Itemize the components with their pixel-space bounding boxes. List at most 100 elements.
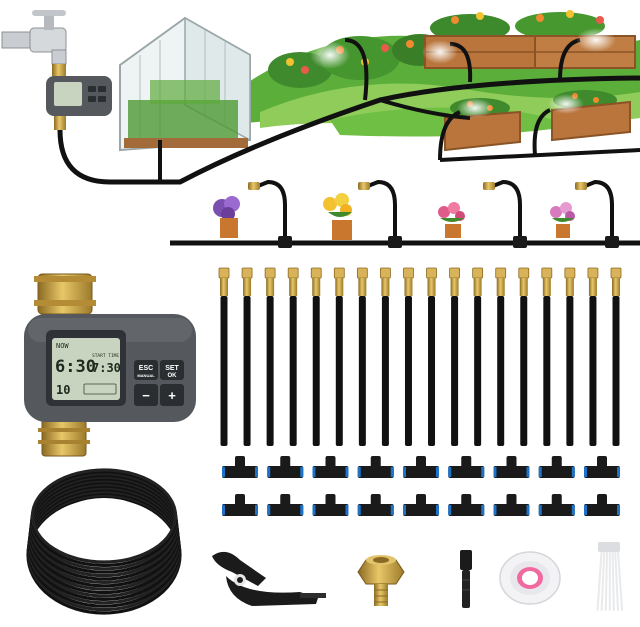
manual-label: MANUAL <box>137 373 155 378</box>
set-ok-button[interactable] <box>160 360 184 380</box>
tee-stem <box>325 456 336 470</box>
tee-body <box>357 466 394 478</box>
tee-stem <box>506 456 517 470</box>
tube-segment <box>612 296 620 446</box>
tee-stem <box>416 456 426 470</box>
drip-tube <box>449 267 460 446</box>
tee-body <box>584 504 620 516</box>
tee-connector <box>538 456 575 478</box>
nozzle-fitting <box>358 278 367 296</box>
minus-button[interactable] <box>134 384 158 406</box>
drip-tube <box>264 267 276 446</box>
tee-body <box>222 504 258 516</box>
tube-segment <box>451 296 459 446</box>
tee-connector <box>222 456 258 478</box>
tee-accent <box>584 467 587 477</box>
tee-connector <box>357 456 394 478</box>
tee-accent <box>571 467 575 477</box>
drip-tube <box>564 267 576 446</box>
coil-loop <box>30 468 178 564</box>
cable-tie <box>600 545 606 611</box>
nozzle-fitting <box>427 278 436 296</box>
tee-connector <box>312 456 349 478</box>
nozzle-fitting <box>220 278 228 296</box>
tee-stem <box>506 494 517 508</box>
drip-tube <box>587 267 599 446</box>
tube-segment <box>428 296 436 446</box>
tee-accent <box>617 505 620 515</box>
tee-body <box>222 466 258 478</box>
tee-fitting <box>605 236 619 248</box>
tee-accent <box>312 467 316 477</box>
cable-tie <box>611 545 615 611</box>
main-irrigation-line <box>57 75 640 185</box>
potted-plant <box>213 196 240 238</box>
end-plug-icon <box>460 550 472 608</box>
tee-accent <box>300 467 304 477</box>
tee-accent <box>357 505 361 515</box>
mini-timer-icon <box>46 64 112 130</box>
mist-nozzle <box>610 267 622 279</box>
drip-tube <box>333 267 345 446</box>
nozzle-fitting <box>243 278 252 296</box>
esc-manual-button[interactable] <box>134 360 158 380</box>
mist-nozzle <box>356 267 368 279</box>
cable-ties-icon <box>596 542 624 611</box>
plus-label: + <box>168 388 176 403</box>
tee-stem <box>551 494 562 508</box>
timer-lcd-screen <box>52 338 120 400</box>
tee-connector <box>403 494 439 516</box>
mist-nozzle <box>248 182 260 190</box>
tee-body <box>267 466 304 478</box>
tee-accent <box>345 467 349 477</box>
tee-accent <box>481 505 485 515</box>
tee-accent <box>448 505 452 515</box>
nozzle-fitting <box>381 278 390 296</box>
mist-nozzle <box>287 267 299 279</box>
tee-connector <box>222 494 258 516</box>
coil-center <box>62 498 146 538</box>
drip-tube <box>380 267 391 446</box>
tee-stem <box>461 456 472 470</box>
tee-accent <box>481 467 485 477</box>
tee-accent <box>448 467 452 477</box>
potted-plant <box>550 202 575 238</box>
plus-button[interactable] <box>160 384 184 406</box>
tee-connector <box>448 456 485 478</box>
drip-tube <box>241 267 253 446</box>
cable-tie <box>596 545 603 611</box>
pot-riser <box>584 179 614 243</box>
tee-accent <box>538 505 542 515</box>
ok-label: OK <box>168 373 178 379</box>
tee-accent <box>584 505 587 515</box>
tee-accent <box>255 467 258 477</box>
tube-segment <box>220 296 228 446</box>
nozzle-fitting <box>473 278 482 296</box>
nozzle-fitting <box>496 278 505 296</box>
potted-plants-row <box>170 179 640 248</box>
riser <box>344 38 369 101</box>
pot-riser <box>257 179 287 243</box>
tee-fitting <box>278 236 292 248</box>
drip-tube <box>541 267 553 446</box>
tube-segment <box>266 296 274 446</box>
mist-nozzle <box>241 267 253 279</box>
tee-accent <box>617 467 620 477</box>
nozzle-fitting <box>565 278 574 296</box>
nozzle-fitting <box>450 278 459 296</box>
cable-tie <box>616 545 624 611</box>
tee-accent <box>267 505 271 515</box>
tee-accent <box>300 505 304 515</box>
lcd-start-time: 7:30 <box>92 361 121 375</box>
nozzle-fitting <box>588 278 597 296</box>
tee-accent <box>312 505 316 515</box>
mist-spray <box>310 41 350 69</box>
tee-connector <box>448 494 485 516</box>
tee-stem <box>280 494 291 508</box>
tee-body <box>312 466 349 478</box>
tube-segment <box>589 296 597 446</box>
drip-tube <box>218 267 230 446</box>
garden-scene <box>1 10 640 185</box>
drip-tube <box>426 267 437 446</box>
tee-body <box>538 466 575 478</box>
